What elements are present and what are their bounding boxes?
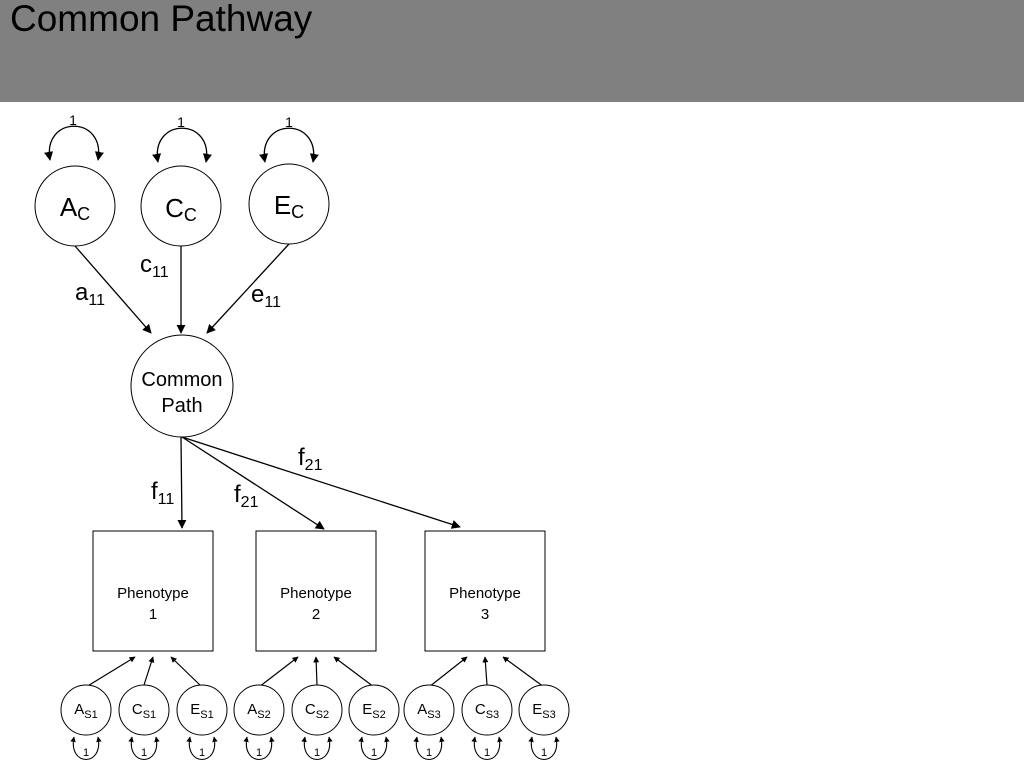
common-path-node: Common Path [130, 334, 234, 438]
variance-loop-ac: 1 [44, 112, 104, 161]
loading-f2-arrow [181, 436, 325, 530]
path-label-a11: a11 [75, 279, 105, 309]
loading-label-f1: f11 [151, 478, 174, 508]
specific-variance-loop [358, 736, 390, 761]
specific-variance-loop [243, 736, 275, 761]
svg-text:Phenotype: Phenotype [449, 585, 521, 602]
variance-label: 1 [141, 747, 147, 759]
specific-path-arrow [170, 656, 203, 688]
svg-text:1: 1 [149, 606, 157, 623]
specific-variance-loop [471, 736, 503, 761]
phenotype-box-3: Phenotype 3 [424, 530, 546, 652]
factor-subscript: C [184, 205, 197, 225]
variance-label: 1 [285, 114, 293, 130]
common-factor-ec: EC [248, 163, 330, 245]
specific-factor-c-s1: CS1 1 [118, 656, 170, 761]
specific-factor-label: CS2 [305, 701, 329, 721]
svg-text:2: 2 [312, 606, 320, 623]
svg-text:Phenotype: Phenotype [117, 585, 189, 602]
specific-factor-label: ES1 [190, 701, 213, 721]
factor-subscript: C [291, 202, 304, 222]
specific-factor-label: ES3 [532, 701, 555, 721]
specific-factor-label: ES2 [362, 701, 385, 721]
variance-label: 1 [314, 747, 320, 759]
specific-factor-a-s2: AS2 1 [233, 656, 299, 761]
specific-variance-loop [528, 736, 560, 761]
path-e11-arrow [206, 243, 290, 334]
specific-factor-c-s3: CS3 1 [461, 656, 513, 761]
title-bar: Common Pathway [0, 0, 1024, 102]
variance-label: 1 [83, 747, 89, 759]
variance-label: 1 [256, 747, 262, 759]
variance-label: 1 [177, 114, 185, 130]
variance-label: 1 [69, 112, 77, 128]
specific-factor-a-s1: AS1 1 [60, 656, 136, 761]
common-factor-cc: CC [140, 165, 222, 247]
common-path-line1: Common [141, 369, 222, 391]
specific-path-arrow [313, 656, 320, 686]
specific-factor-label: AS2 [247, 701, 270, 721]
common-factor-ac: AC [34, 165, 116, 247]
specific-factors: AS1 1 CS1 1 ES1 1 AS2 1 CS2 1 ES2 1 AS3 1 CS3 1 ES3 1 [60, 656, 570, 761]
specific-variance-loop [70, 736, 102, 761]
specific-factor-e-s3: ES3 1 [502, 656, 570, 761]
path-a11-arrow [74, 245, 152, 334]
specific-path-arrow [333, 656, 375, 688]
specific-path-arrow [143, 656, 155, 686]
factor-letter: A [60, 192, 78, 222]
specific-path-arrow [258, 656, 299, 688]
page-title: Common Pathway [10, 0, 313, 39]
path-label-e11: e11 [251, 281, 281, 311]
specific-variance-loop [413, 736, 445, 761]
factor-letter: C [165, 193, 184, 223]
specific-factor-label: AS1 [74, 701, 97, 721]
specific-factor-e-s1: ES1 1 [170, 656, 228, 761]
specific-factor-a-s3: AS3 1 [403, 656, 468, 761]
factor-letter: E [274, 190, 291, 220]
phenotype-box-1: Phenotype 1 [92, 530, 214, 652]
path-label-c11: c11 [140, 251, 169, 281]
svg-text:AC: AC [60, 192, 90, 224]
variance-label: 1 [371, 747, 377, 759]
svg-text:Phenotype: Phenotype [280, 585, 352, 602]
common-path-line2: Path [161, 395, 202, 417]
loading-label-f2: f21 [234, 481, 259, 511]
factor-subscript: C [77, 204, 90, 224]
specific-variance-loop [128, 736, 160, 761]
variance-label: 1 [199, 747, 205, 759]
svg-text:CC: CC [165, 193, 197, 225]
specific-factor-c-s2: CS2 1 [291, 656, 343, 761]
phenotype-box-2: Phenotype 2 [255, 530, 377, 652]
specific-variance-loop [301, 736, 333, 761]
specific-path-arrow [482, 656, 489, 686]
specific-factor-label: CS1 [132, 701, 156, 721]
specific-factor-e-s2: ES2 1 [333, 656, 400, 761]
specific-path-arrow [428, 656, 468, 688]
specific-factor-label: CS3 [475, 701, 499, 721]
svg-text:EC: EC [274, 190, 304, 222]
variance-loop-ec: 1 [259, 114, 319, 163]
variance-loop-cc: 1 [152, 114, 212, 163]
variance-label: 1 [541, 747, 547, 759]
specific-variance-loop [186, 736, 218, 761]
variance-label: 1 [484, 747, 490, 759]
svg-text:3: 3 [481, 606, 489, 623]
specific-path-arrow [85, 656, 136, 688]
specific-path-arrow [502, 656, 545, 688]
variance-label: 1 [426, 747, 432, 759]
loading-f1-arrow [177, 436, 187, 529]
specific-factor-label: AS3 [417, 701, 440, 721]
loading-label-f3: f21 [298, 444, 323, 474]
loading-f3-arrow [181, 436, 461, 529]
